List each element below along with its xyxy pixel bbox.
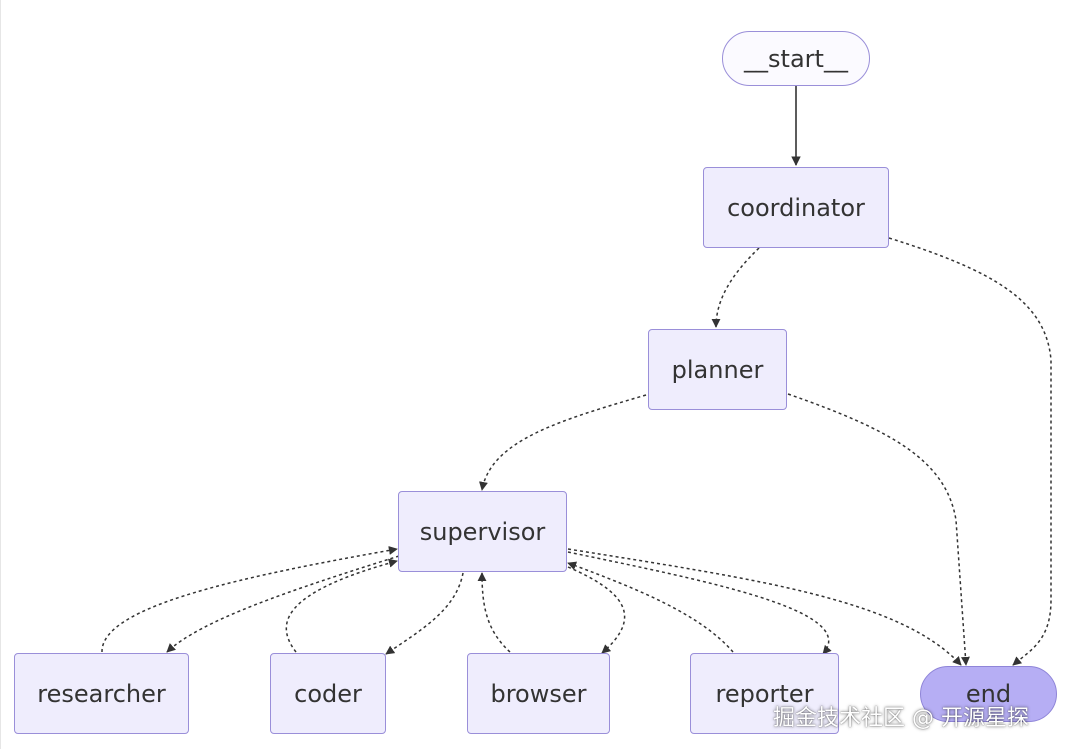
node-start[interactable]: __start__ xyxy=(722,31,870,86)
node-coder[interactable]: coder xyxy=(270,653,386,734)
node-supervisor-label: supervisor xyxy=(419,517,546,546)
node-end-label: end xyxy=(965,680,1012,708)
node-coordinator[interactable]: coordinator xyxy=(703,167,889,248)
node-researcher-label: researcher xyxy=(37,679,166,708)
edge-coder-supervisor xyxy=(285,558,398,653)
node-browser-label: browser xyxy=(490,679,587,708)
node-browser[interactable]: browser xyxy=(467,653,610,734)
edge-browser-supervisor xyxy=(477,572,511,653)
node-researcher[interactable]: researcher xyxy=(14,653,189,734)
node-start-label: __start__ xyxy=(744,44,848,73)
edge-researcher-supervisor xyxy=(101,545,398,653)
edge-coordinator-planner xyxy=(711,247,760,328)
edge-planner-end xyxy=(787,393,970,666)
edge-supervisor-browser xyxy=(567,566,626,654)
node-planner-label: planner xyxy=(671,355,764,384)
node-end[interactable]: end xyxy=(920,666,1057,722)
node-supervisor[interactable]: supervisor xyxy=(398,491,567,572)
edge-supervisor-end xyxy=(567,548,962,666)
edge-supervisor-reporter xyxy=(567,551,832,655)
edge-supervisor-researcher xyxy=(166,555,400,653)
node-reporter[interactable]: reporter xyxy=(690,653,839,734)
edge-coordinator-end xyxy=(888,237,1052,666)
watermark: 掘金技术社区 @ 开源星探 xyxy=(773,706,1029,731)
edge-planner-supervisor xyxy=(479,394,647,491)
node-planner[interactable]: planner xyxy=(648,329,787,410)
node-coordinator-label: coordinator xyxy=(727,193,865,222)
edge-supervisor-coder xyxy=(385,572,464,655)
node-coder-label: coder xyxy=(294,679,362,708)
edge-reporter-supervisor xyxy=(567,561,734,653)
node-reporter-label: reporter xyxy=(715,679,814,708)
